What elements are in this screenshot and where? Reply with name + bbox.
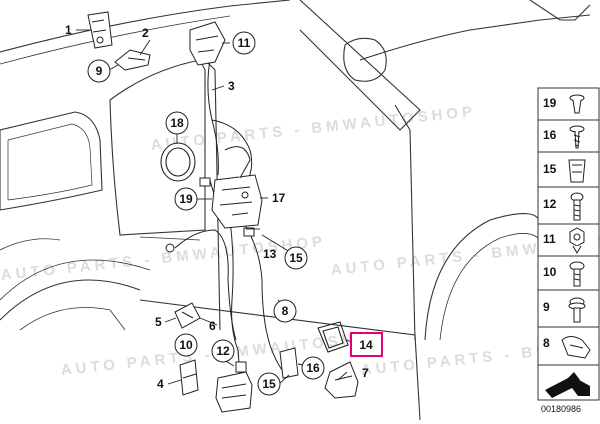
part-4: [179, 359, 199, 396]
callout-3: 3: [228, 79, 235, 93]
svg-text:19: 19: [179, 192, 193, 206]
svg-text:11: 11: [238, 36, 251, 50]
svg-text:10: 10: [179, 338, 193, 352]
front-wheel-arch: [424, 213, 541, 341]
part-12-actuator: [215, 361, 253, 413]
callout-1: 1: [65, 23, 72, 37]
panel-item-16: 16: [543, 128, 557, 142]
fastener-19-icon: [569, 94, 585, 114]
side-mirror: [343, 37, 387, 82]
circled-callout-18: 18: [165, 111, 189, 135]
panel-item-9: 9: [543, 300, 550, 314]
svg-text:8: 8: [282, 304, 289, 318]
cable-8: [244, 224, 283, 371]
callout-13: 13: [263, 247, 277, 261]
mirror-top: [529, 0, 591, 21]
fastener-9-icon: [568, 297, 586, 323]
rear-arch-lower: [19, 307, 126, 331]
circled-callout-10: 10: [174, 333, 198, 357]
highlighted-callout-14[interactable]: 14: [350, 332, 383, 357]
panel-item-19: 19: [543, 96, 557, 110]
callout-4: 4: [157, 377, 164, 391]
circled-callout-12: 12: [211, 339, 235, 363]
part-11-lock: [189, 21, 226, 66]
fastener-11-icon: [569, 227, 585, 255]
circled-callout-19: 19: [174, 187, 198, 211]
panel-item-15: 15: [543, 162, 557, 176]
panel-item-8: 8: [543, 336, 550, 350]
roof-line-inner: [0, 15, 231, 65]
clips: [165, 177, 255, 253]
svg-text:15: 15: [262, 377, 276, 391]
rear-door-window: [109, 59, 206, 236]
callout-6: 6: [209, 319, 216, 333]
reference-number: 00180986: [541, 404, 581, 414]
body-crease: [0, 238, 61, 251]
direction-arrow-icon: [545, 372, 590, 398]
circled-callouts: 9 11 18 19 15 8: [87, 31, 325, 396]
fastener-10-icon: [569, 261, 585, 287]
cable-6: [229, 219, 241, 376]
fastener-15-icon: [568, 159, 586, 183]
fastener-16-icon: [569, 125, 585, 149]
circled-callout-15-lower: 15: [257, 372, 281, 396]
svg-text:18: 18: [170, 116, 184, 130]
circled-callout-15-upper: 15: [284, 246, 308, 270]
circled-callout-16: 16: [301, 356, 325, 380]
part-16: [279, 347, 299, 379]
part-14-gasket: [317, 321, 349, 353]
part-2-handle: [114, 49, 151, 71]
panel-item-10: 10: [543, 265, 557, 279]
part-7: [324, 361, 359, 399]
fastener-8-icon: [561, 336, 591, 359]
cable-13: [174, 229, 237, 341]
circled-callout-9: 9: [87, 59, 111, 83]
callout-2: 2: [142, 26, 149, 40]
quarter-window-inner: [7, 123, 93, 201]
rear-arch-inner: [0, 259, 151, 301]
front-window: [299, 0, 421, 131]
panel-item-12: 12: [543, 197, 557, 211]
hood-line: [359, 14, 591, 61]
svg-text:12: 12: [216, 344, 230, 358]
roof-line: [0, 0, 291, 53]
part-17-lock-assembly: [211, 146, 263, 229]
svg-text:14: 14: [359, 338, 373, 352]
circled-callout-11: 11: [232, 31, 256, 55]
front-door-edge: [394, 104, 416, 341]
part-18-speaker: [160, 142, 196, 182]
svg-text:9: 9: [96, 64, 103, 78]
callout-5: 5: [155, 315, 162, 329]
part-1-bracket: [87, 11, 113, 49]
fastener-12-icon: [570, 192, 584, 221]
circled-callout-8: 8: [273, 299, 297, 323]
svg-text:16: 16: [306, 361, 320, 375]
handle-line: [139, 236, 201, 241]
svg-text:15: 15: [289, 251, 303, 265]
callout-7: 7: [362, 366, 369, 380]
quarter-window: [0, 111, 103, 211]
fastener-panel: 19 16 15 12 11 10 9 8: [537, 87, 600, 401]
callout-17: 17: [272, 191, 286, 205]
front-wheel-arch-inner: [439, 233, 541, 341]
rear-wheel-arch: [0, 279, 141, 321]
panel-item-11: 11: [543, 232, 556, 246]
